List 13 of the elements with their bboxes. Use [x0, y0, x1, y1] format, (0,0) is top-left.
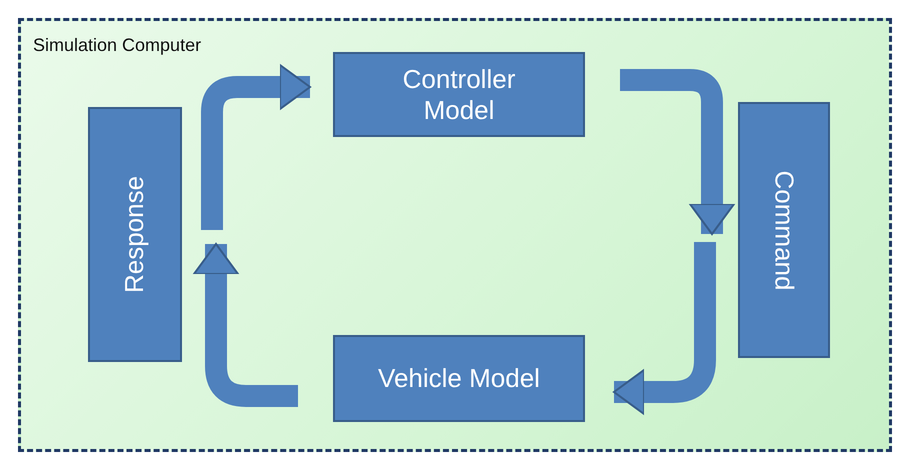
curved-arrow	[613, 242, 716, 415]
process-box	[738, 102, 830, 358]
box-label: Vehicle Model	[377, 363, 541, 394]
process-box	[88, 107, 182, 362]
container-box	[18, 18, 892, 452]
curved-arrow	[620, 69, 735, 235]
container-label: Simulation Computer	[33, 35, 202, 56]
curved-arrow	[201, 64, 311, 230]
process-box	[333, 335, 585, 422]
box-label: Command	[768, 170, 800, 290]
box-label: Response	[120, 176, 150, 294]
box-label: Controller Model	[402, 64, 516, 126]
process-box	[333, 52, 585, 137]
